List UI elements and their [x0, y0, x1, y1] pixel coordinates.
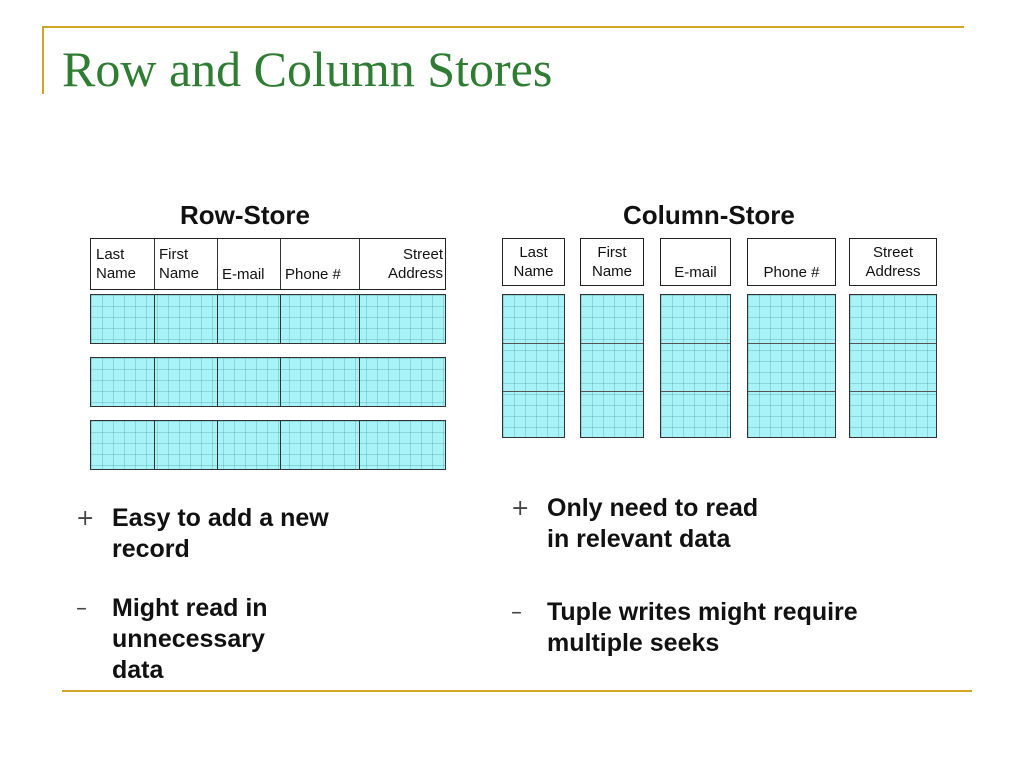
minus-icon: –: [76, 596, 87, 621]
minus-icon: –: [511, 600, 522, 625]
column-block-street-address: [849, 294, 937, 438]
row-store-title: Row-Store: [180, 200, 310, 230]
column-block-email: [660, 294, 731, 438]
column-store-con-bullet: – Tuple writes might require multiple se…: [511, 598, 858, 657]
column-block-first-name: [580, 294, 644, 438]
column-store-title: Column-Store: [623, 200, 795, 230]
plus-icon: +: [511, 496, 530, 521]
column-store-pro-bullet: + Only need to read in relevant data: [511, 494, 759, 553]
column-block-last-name: [502, 294, 565, 438]
row-header-email: E-mail: [222, 266, 265, 283]
row-record-1: [90, 294, 446, 344]
slide-title: Row and Column Stores: [62, 41, 553, 97]
row-record-2: [90, 357, 446, 407]
column-header-phone: Phone #: [747, 238, 836, 286]
plus-icon: +: [76, 506, 95, 531]
row-store-pro-bullet: + Easy to add a new record: [76, 504, 329, 563]
row-header-phone: Phone #: [285, 266, 341, 283]
bottom-accent-line: [62, 690, 972, 692]
column-block-phone: [747, 294, 836, 438]
row-store-con-bullet: – Might read in unnecessary data: [76, 594, 268, 684]
row-record-3: [90, 420, 446, 470]
left-accent-line: [42, 26, 44, 94]
top-accent-line: [42, 26, 964, 28]
column-header-email: E-mail: [660, 238, 731, 286]
